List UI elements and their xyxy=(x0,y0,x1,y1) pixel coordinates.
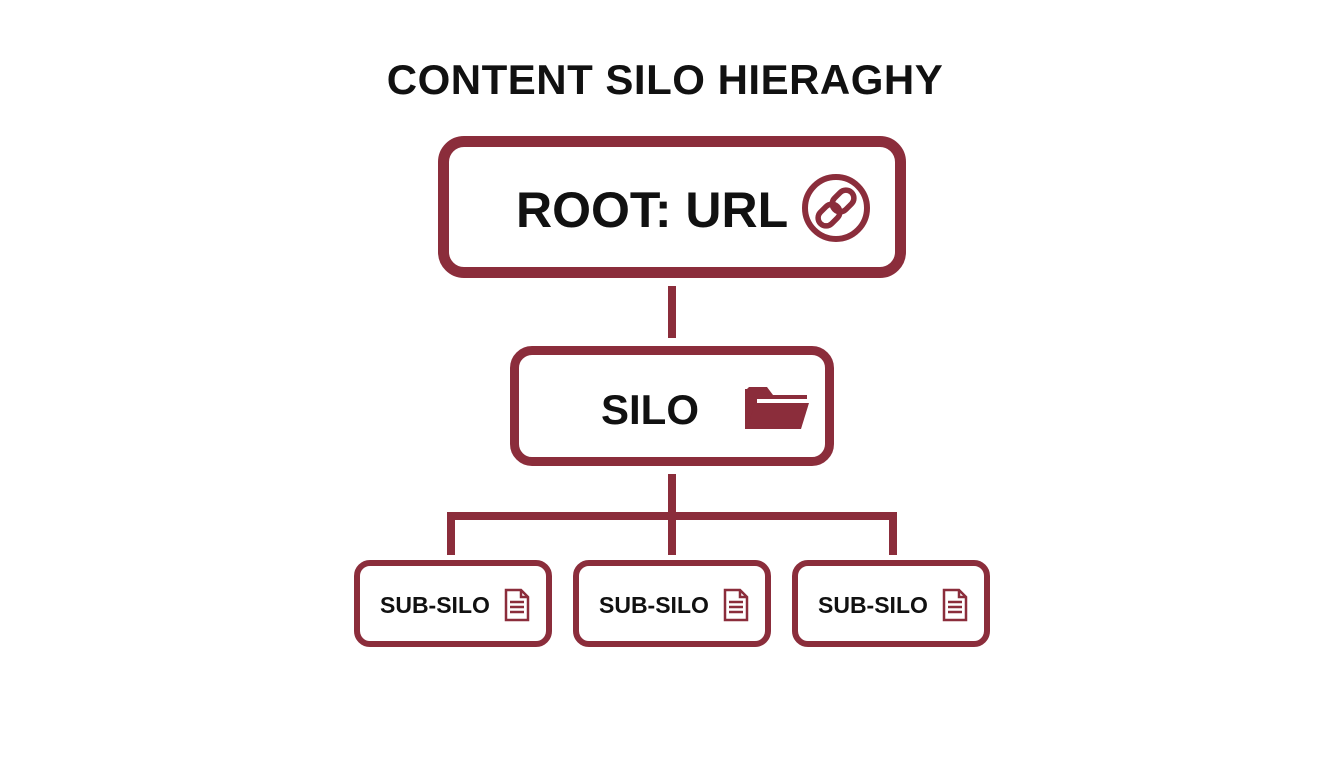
sub-silo-node: SUB-SILO xyxy=(573,560,771,647)
silo-node: SILO xyxy=(510,346,834,466)
document-icon xyxy=(941,588,969,622)
root-node: ROOT: URL xyxy=(438,136,906,278)
sub-silo-node: SUB-SILO xyxy=(792,560,990,647)
diagram-title: CONTENT SILO HIERAGHY xyxy=(386,56,944,103)
silo-node-label: SILO xyxy=(601,386,700,433)
sub-silo-label: SUB-SILO xyxy=(818,592,928,618)
document-icon xyxy=(503,588,531,622)
link-icon xyxy=(801,173,871,243)
document-icon xyxy=(722,588,750,622)
sub-silo-node: SUB-SILO xyxy=(354,560,552,647)
folder-icon xyxy=(743,381,811,435)
sub-silo-label: SUB-SILO xyxy=(599,592,709,618)
root-node-label: ROOT: URL xyxy=(516,182,789,238)
sub-silo-label: SUB-SILO xyxy=(380,592,490,618)
